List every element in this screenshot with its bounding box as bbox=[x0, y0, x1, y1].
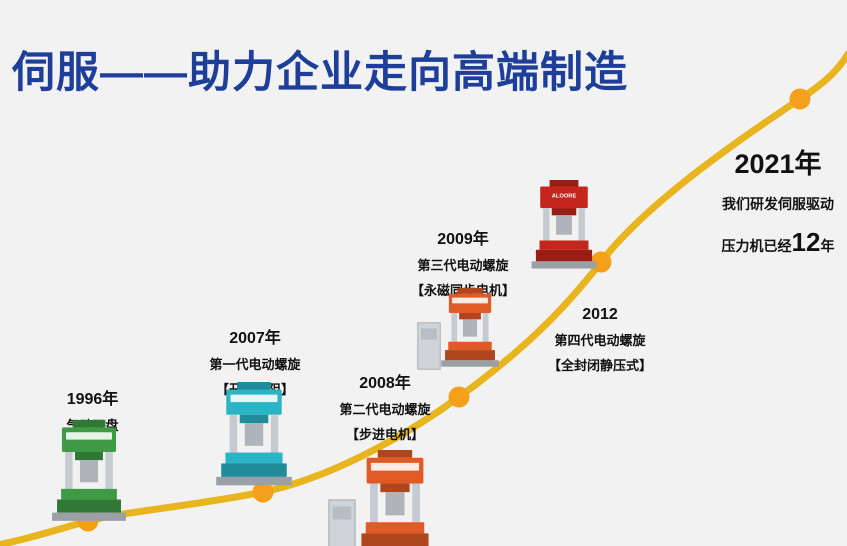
milestone-2012-line2: 【全封闭静压式】 bbox=[547, 358, 652, 373]
control-cabinet-2008-icon bbox=[328, 497, 356, 546]
milestone-2021-line2: 压力机已经12年 bbox=[708, 227, 847, 258]
milestone-2021-line1: 我们研发伺服驱动 bbox=[722, 196, 834, 212]
milestone-2008-line1: 第二代电动螺旋 bbox=[339, 402, 431, 417]
milestone-dot-2008 bbox=[448, 386, 470, 408]
milestone-2007-year: 2007年 bbox=[229, 330, 281, 347]
milestone-dot-2007 bbox=[252, 481, 274, 503]
milestone-1996-year: 1996年 bbox=[66, 391, 119, 408]
milestone-2008-year: 2008年 bbox=[359, 375, 411, 392]
press-machine-2009-icon bbox=[438, 288, 502, 371]
milestone-2007-line1: 第一代电动螺旋 bbox=[209, 357, 301, 372]
milestone-2012-year: 2012 bbox=[582, 306, 618, 323]
line2-suffix: 年 bbox=[820, 238, 835, 254]
milestone-2009-year: 2009年 bbox=[437, 231, 489, 248]
control-cabinet-2009-icon bbox=[417, 322, 441, 370]
milestone-2021-label: 2021年 我们研发伺服驱动 压力机已经12年 bbox=[708, 142, 847, 258]
milestone-2012-label: 2012 第四代电动螺旋 【全封闭静压式】 bbox=[535, 306, 665, 374]
milestone-2021-year: 2021年 bbox=[734, 149, 822, 179]
milestone-2008-label: 2008年 第二代电动螺旋 【步进电机】 bbox=[320, 369, 450, 443]
years-count: 12 bbox=[791, 227, 821, 257]
milestone-2012-line1: 第四代电动螺旋 bbox=[554, 333, 646, 348]
milestone-2008-line2: 【步进电机】 bbox=[345, 427, 424, 442]
milestone-dot-2021 bbox=[789, 88, 811, 110]
milestone-2009-line1: 第三代电动螺旋 bbox=[417, 258, 509, 273]
line2-prefix: 压力机已经 bbox=[721, 238, 792, 254]
press-machine-2008-icon bbox=[352, 450, 438, 546]
machine-brand-label: ALOORE bbox=[552, 193, 577, 199]
press-machine-2007-icon bbox=[212, 382, 296, 491]
press-machine-1996-icon bbox=[48, 420, 130, 527]
page-title: 伺服——助力企业走向高端制造 bbox=[12, 49, 628, 97]
press-machine-2012-icon: ALOORE bbox=[528, 180, 600, 274]
